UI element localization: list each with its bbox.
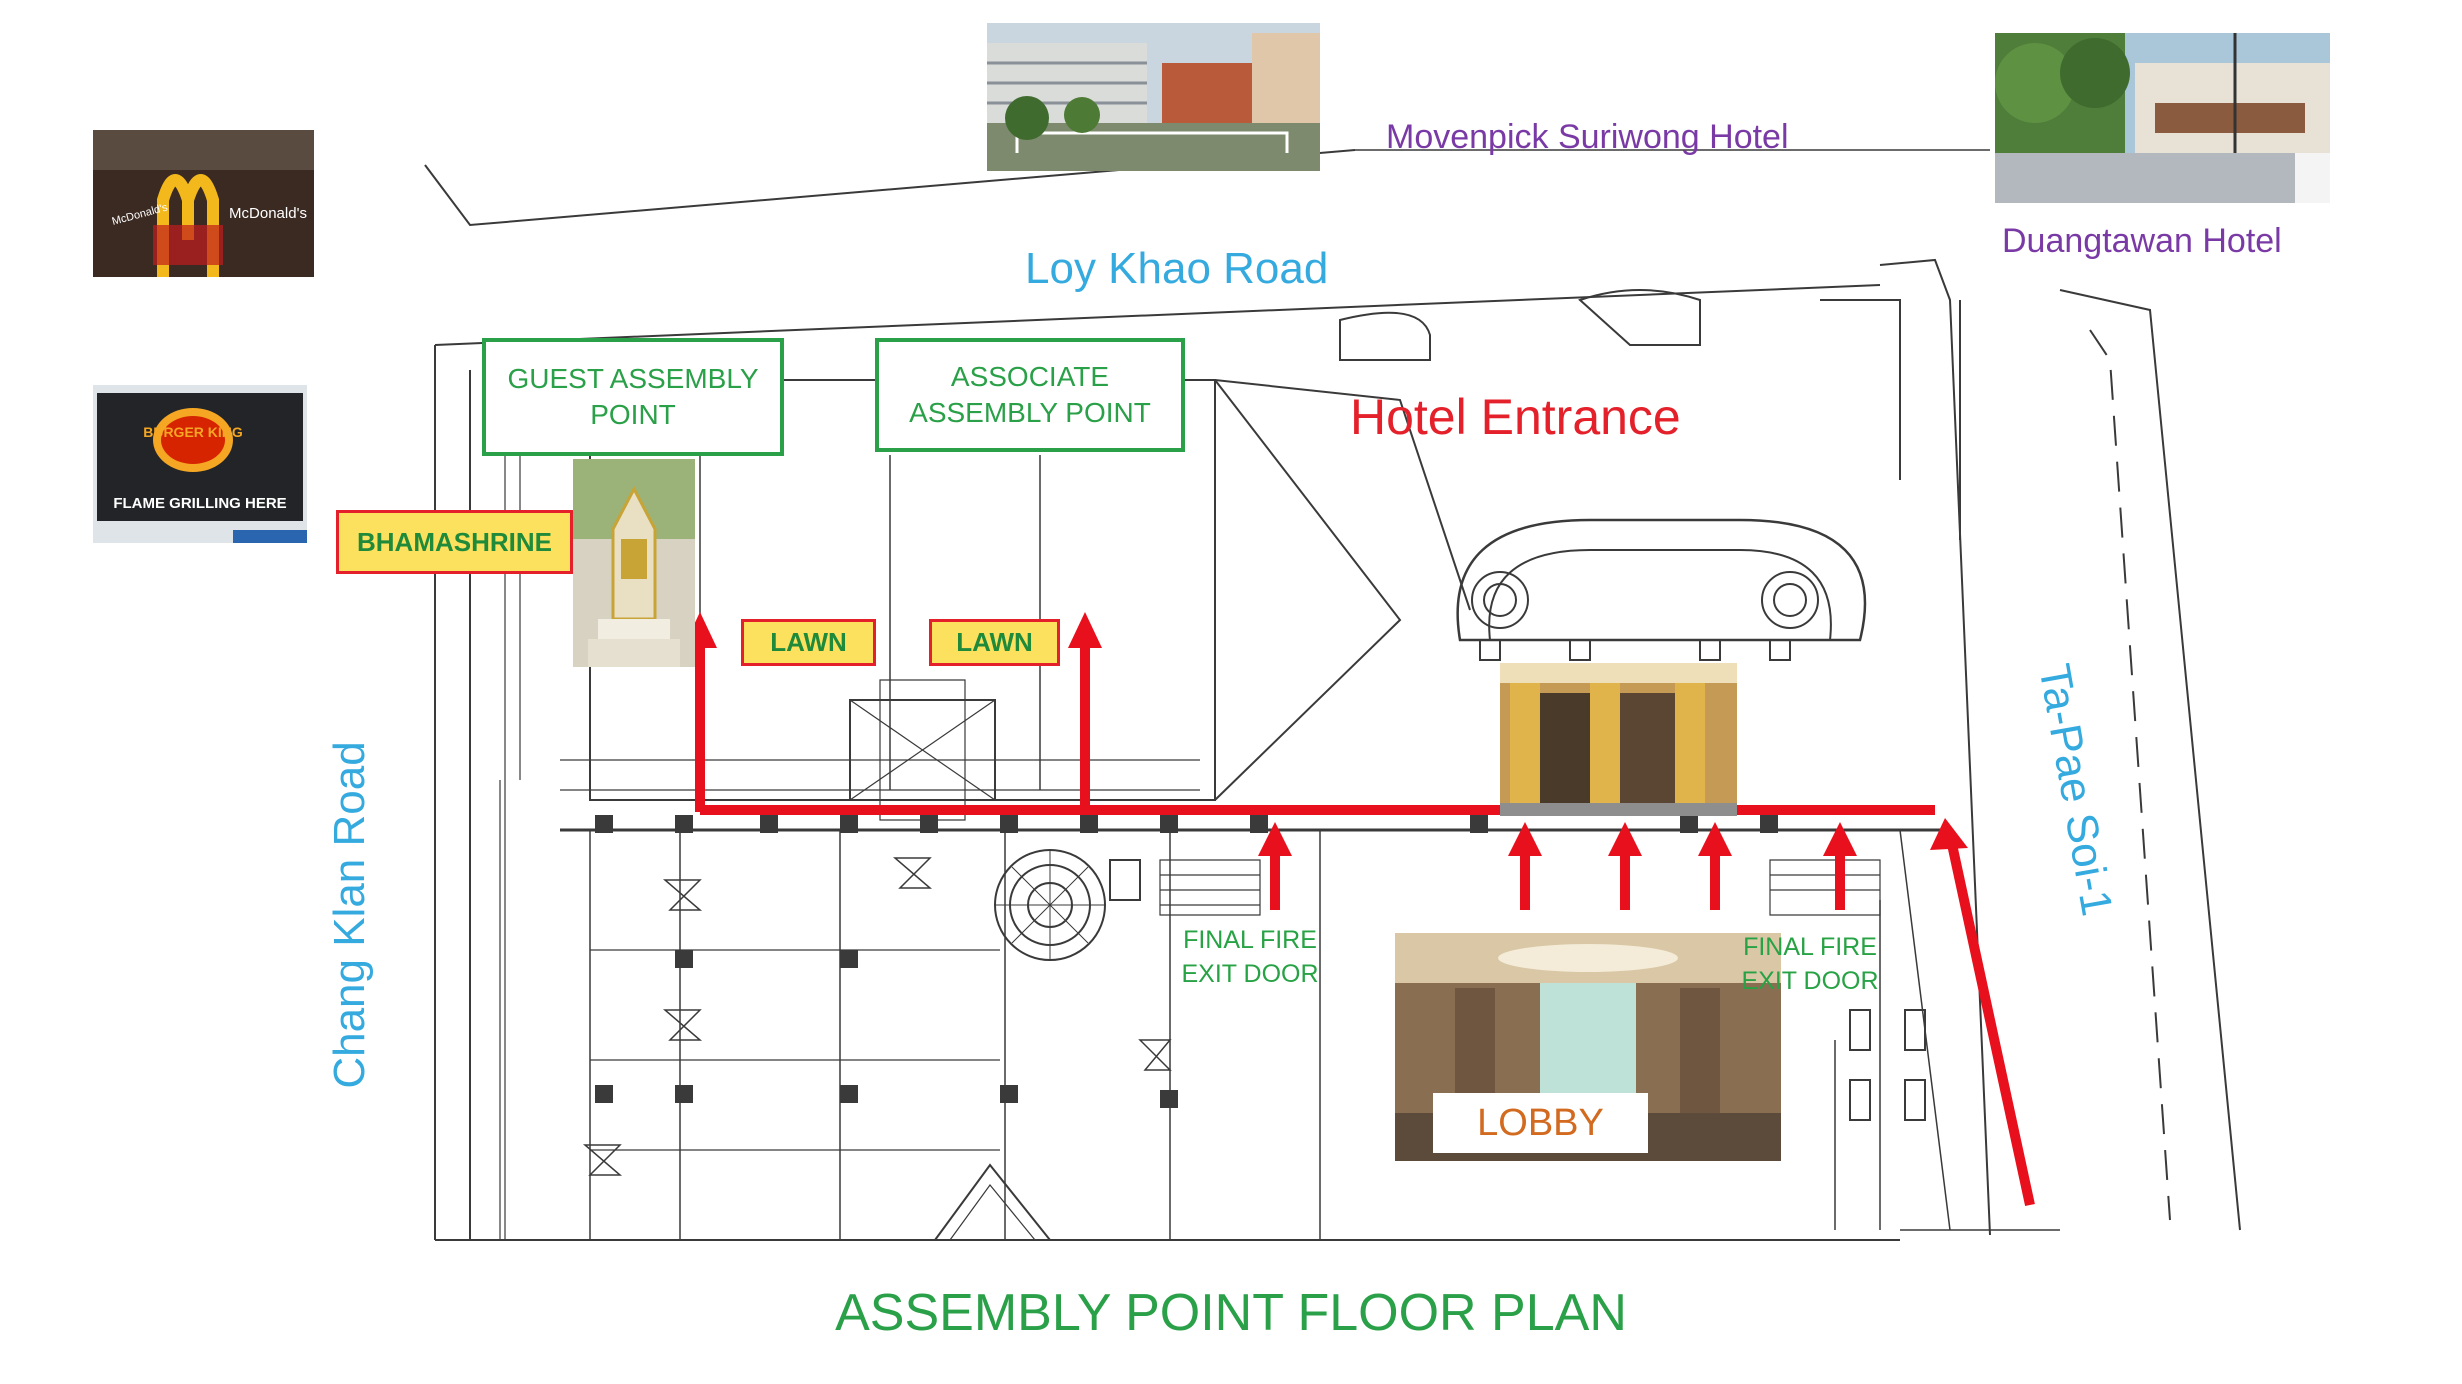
burger-king-logo-text: BURGER KING [143, 424, 243, 440]
final-fire-exit-right: FINAL FIRE EXIT DOOR [1740, 930, 1880, 998]
mcdonalds-photo: McDonald's McDonald's [93, 130, 314, 277]
bhamashrine-tag: BHAMASHRINE [336, 510, 573, 574]
duangtawan-hotel-photo [1995, 33, 2330, 203]
final-fire-exit-right-text: FINAL FIRE EXIT DOOR [1741, 933, 1879, 995]
lawn-text-1: LAWN [770, 627, 847, 657]
loy-khao-road-label: Loy Khao Road [1025, 244, 1329, 293]
route-from-side-exit [1945, 833, 2035, 1207]
movenpick-hotel-photo [987, 23, 1320, 171]
floor-plan-title: ASSEMBLY POINT FLOOR PLAN [835, 1284, 1627, 1342]
lobby-tag: LOBBY [1433, 1093, 1648, 1153]
hotel-entrance-label: Hotel Entrance [1350, 389, 1681, 445]
duangtawan-hotel-label: Duangtawan Hotel [2002, 222, 2282, 260]
mcdonalds-sign-text: McDonald's [229, 205, 307, 222]
lobby-text: LOBBY [1477, 1101, 1604, 1144]
arrowhead-lobby-1 [1508, 822, 1542, 856]
arrowhead-exit-left [1258, 822, 1292, 856]
shrine-photo [573, 459, 695, 667]
arrowhead-lobby-2 [1608, 822, 1642, 856]
arrowhead-exit-right [1823, 822, 1857, 856]
movenpick-hotel-label: Movenpick Suriwong Hotel [1386, 118, 1789, 156]
final-fire-exit-left-text: FINAL FIRE EXIT DOOR [1181, 926, 1319, 988]
burger-king-sign-text: FLAME GRILLING HERE [113, 495, 286, 512]
bhamashrine-text: BHAMASHRINE [357, 526, 552, 557]
arrowhead-side [1930, 818, 1968, 850]
lawn-tag-2: LAWN [929, 619, 1060, 666]
guest-assembly-point: GUEST ASSEMBLY POINT [482, 338, 784, 456]
lawn-tag-1: LAWN [741, 619, 876, 666]
associate-assembly-point: ASSOCIATE ASSEMBLY POINT [875, 338, 1185, 452]
hotel-entrance-photo [1500, 663, 1737, 816]
arrowhead-associate [1068, 612, 1102, 648]
guest-assembly-point-text: GUEST ASSEMBLY POINT [507, 363, 759, 430]
burger-king-photo: BURGER KING FLAME GRILLING HERE [93, 385, 307, 543]
chang-klan-road-label: Chang Klan Road [325, 741, 374, 1089]
lawn-text-2: LAWN [956, 627, 1033, 657]
final-fire-exit-left: FINAL FIRE EXIT DOOR [1180, 923, 1320, 991]
associate-assembly-point-text: ASSOCIATE ASSEMBLY POINT [909, 361, 1151, 428]
arrowhead-lobby-3 [1698, 822, 1732, 856]
